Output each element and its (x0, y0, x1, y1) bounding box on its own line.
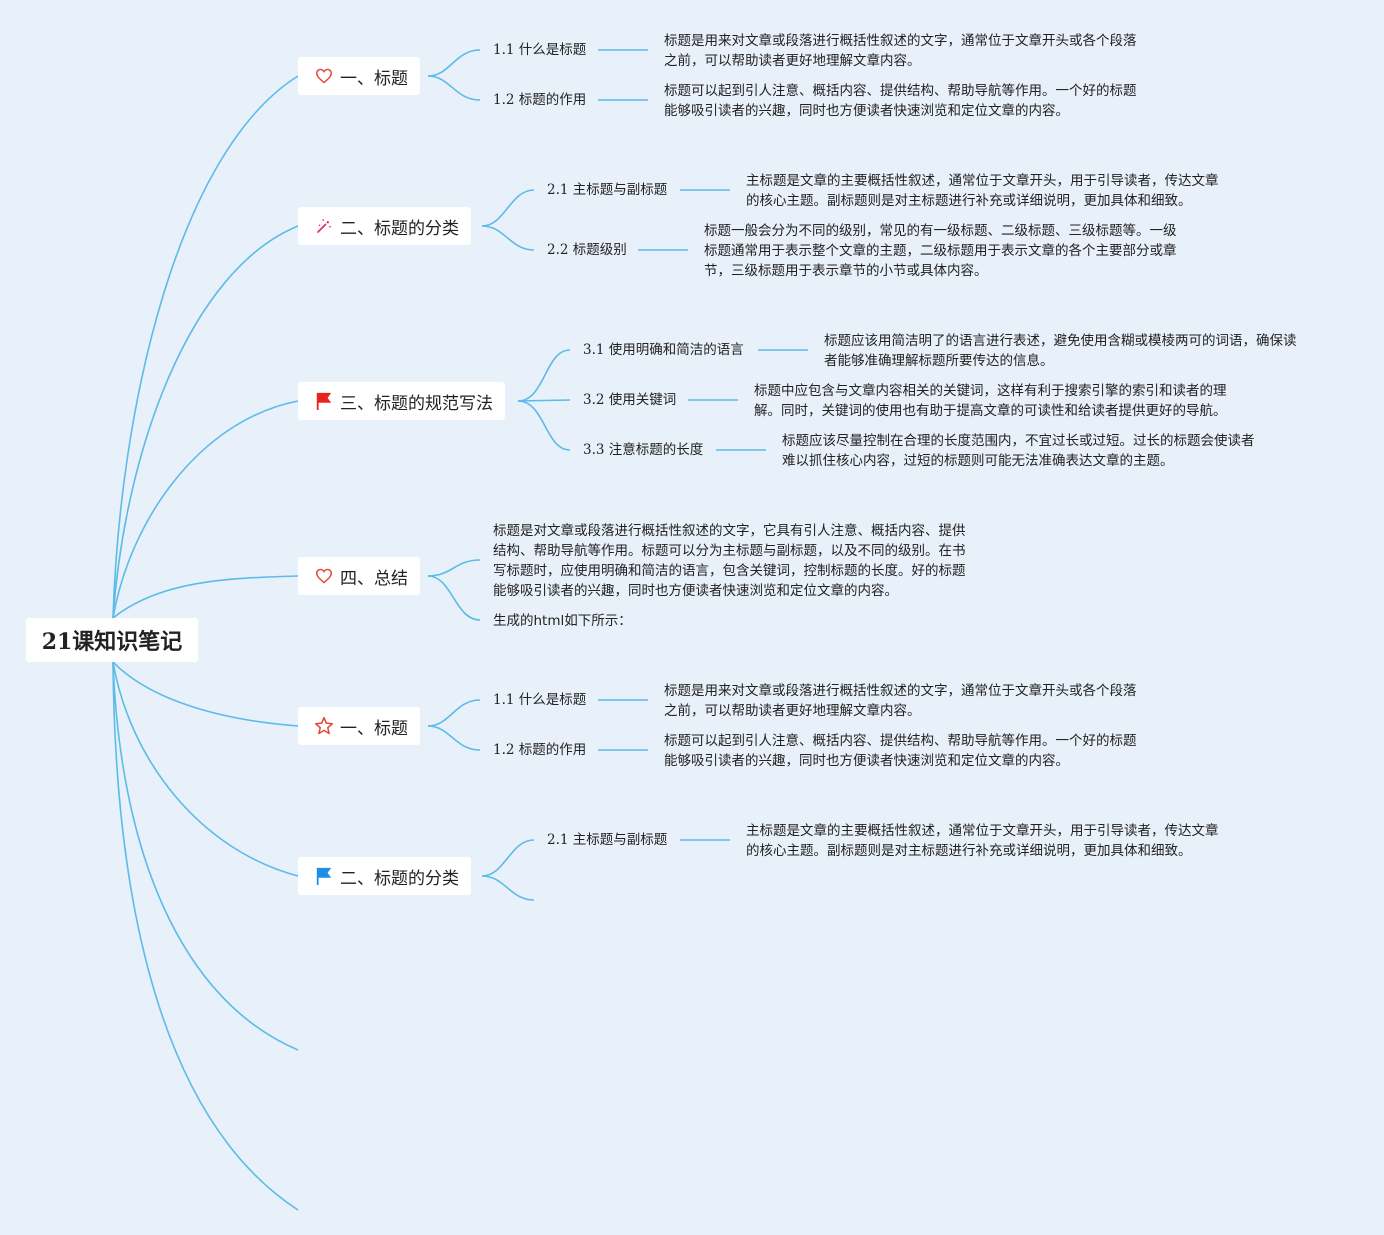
subtopic-node[interactable]: 3.2 使用关键词 (583, 392, 677, 408)
link-t6-c1 (481, 839, 535, 877)
magic-wand-icon (314, 216, 334, 236)
blue-flag-icon (314, 866, 334, 886)
subtopic-node[interactable]: 1.2 标题的作用 (493, 92, 587, 108)
link-t6-c2 (481, 875, 535, 901)
topic-node-2[interactable]: 二、标题的分类 (298, 207, 471, 245)
description-text[interactable]: 主标题是文章的主要概括性叙述，通常位于文章开头，用于引导读者，传达文章 的核心主… (746, 823, 1219, 859)
link-root-empty-1 (112, 661, 299, 1051)
link-t1-c2 (427, 75, 481, 101)
heart-outline-icon (314, 566, 334, 586)
description-text[interactable]: 标题可以起到引人注意、概括内容、提供结构、帮助导航等作用。一个好的标题 能够吸引… (664, 83, 1137, 119)
note-text[interactable]: 生成的html如下所示： (493, 613, 632, 629)
link-t5-c1 (427, 699, 481, 727)
subtopic-node[interactable]: 1.1 什么是标题 (493, 42, 587, 58)
topic-label: 二、标题的分类 (340, 218, 459, 239)
subtopic-node[interactable]: 2.1 主标题与副标题 (547, 182, 668, 198)
link-root-topic-5 (112, 661, 299, 727)
subtopic-node[interactable]: 1.2 标题的作用 (493, 742, 587, 758)
subtopic-node[interactable]: 3.1 使用明确和简洁的语言 (583, 342, 744, 358)
description-text[interactable]: 标题一般会分为不同的级别，常见的有一级标题、二级标题、三级标题等。一级 标题通常… (704, 223, 1177, 279)
link-t3-c3 (517, 400, 571, 451)
link-root-topic-6 (112, 661, 299, 877)
description-text[interactable]: 标题是用来对文章或段落进行概括性叙述的文字，通常位于文章开头或各个段落 之前，可… (664, 33, 1137, 69)
topic-node-6[interactable]: 二、标题的分类 (298, 857, 471, 895)
description-text[interactable]: 标题应该尽量控制在合理的长度范围内，不宜过长或过短。过长的标题会使读者 难以抓住… (782, 433, 1255, 469)
topic-node-4[interactable]: 四、总结 (298, 557, 420, 595)
root-node[interactable]: 21课知识笔记 (26, 618, 198, 662)
topic-label: 一、标题 (340, 68, 408, 89)
link-root-empty-2 (112, 661, 299, 1211)
subtopic-node[interactable]: 2.1 主标题与副标题 (547, 832, 668, 848)
description-text[interactable]: 标题中应包含与文章内容相关的关键词，这样有利于搜索引擎的索引和读者的理 解。同时… (754, 383, 1227, 419)
link-t4-note (427, 575, 481, 621)
description-text[interactable]: 主标题是文章的主要概括性叙述，通常位于文章开头，用于引导读者，传达文章 的核心主… (746, 173, 1219, 209)
star-outline-icon (314, 716, 334, 736)
link-t1-c1 (427, 49, 481, 77)
topic-label: 二、标题的分类 (340, 868, 459, 889)
description-text[interactable]: 标题可以起到引人注意、概括内容、提供结构、帮助导航等作用。一个好的标题 能够吸引… (664, 733, 1137, 769)
topic-label: 三、标题的规范写法 (340, 393, 493, 414)
link-root-topic-3 (112, 400, 299, 619)
link-t3-c2 (517, 399, 571, 402)
topic-label: 一、标题 (340, 718, 408, 739)
subtopic-node[interactable]: 1.1 什么是标题 (493, 692, 587, 708)
summary-text[interactable]: 标题是对文章或段落进行概括性叙述的文字，它具有引人注意、概括内容、提供 结构、帮… (493, 523, 966, 599)
heart-outline-icon (314, 66, 334, 86)
link-t2-c2 (481, 225, 535, 251)
topic-node-5[interactable]: 一、标题 (298, 707, 420, 745)
topic-node-3[interactable]: 三、标题的规范写法 (298, 382, 505, 420)
link-root-topic-4 (112, 575, 299, 619)
link-t4-summary (427, 559, 481, 577)
description-text[interactable]: 标题应该用简洁明了的语言进行表述，避免使用含糊或模棱两可的词语，确保读 者能够准… (824, 333, 1297, 369)
link-t5-c2 (427, 725, 481, 751)
link-root-topic-1 (112, 75, 299, 619)
description-text[interactable]: 标题是用来对文章或段落进行概括性叙述的文字，通常位于文章开头或各个段落 之前，可… (664, 683, 1137, 719)
link-t2-c1 (481, 189, 535, 227)
subtopic-node[interactable]: 2.2 标题级别 (547, 242, 627, 258)
red-flag-icon (314, 391, 334, 411)
topic-node-1[interactable]: 一、标题 (298, 57, 420, 95)
subtopic-node[interactable]: 3.3 注意标题的长度 (583, 442, 704, 458)
root-label: 21课知识笔记 (41, 629, 183, 655)
link-t3-c1 (517, 349, 571, 402)
link-root-topic-2 (112, 225, 299, 619)
topic-label: 四、总结 (340, 568, 408, 589)
